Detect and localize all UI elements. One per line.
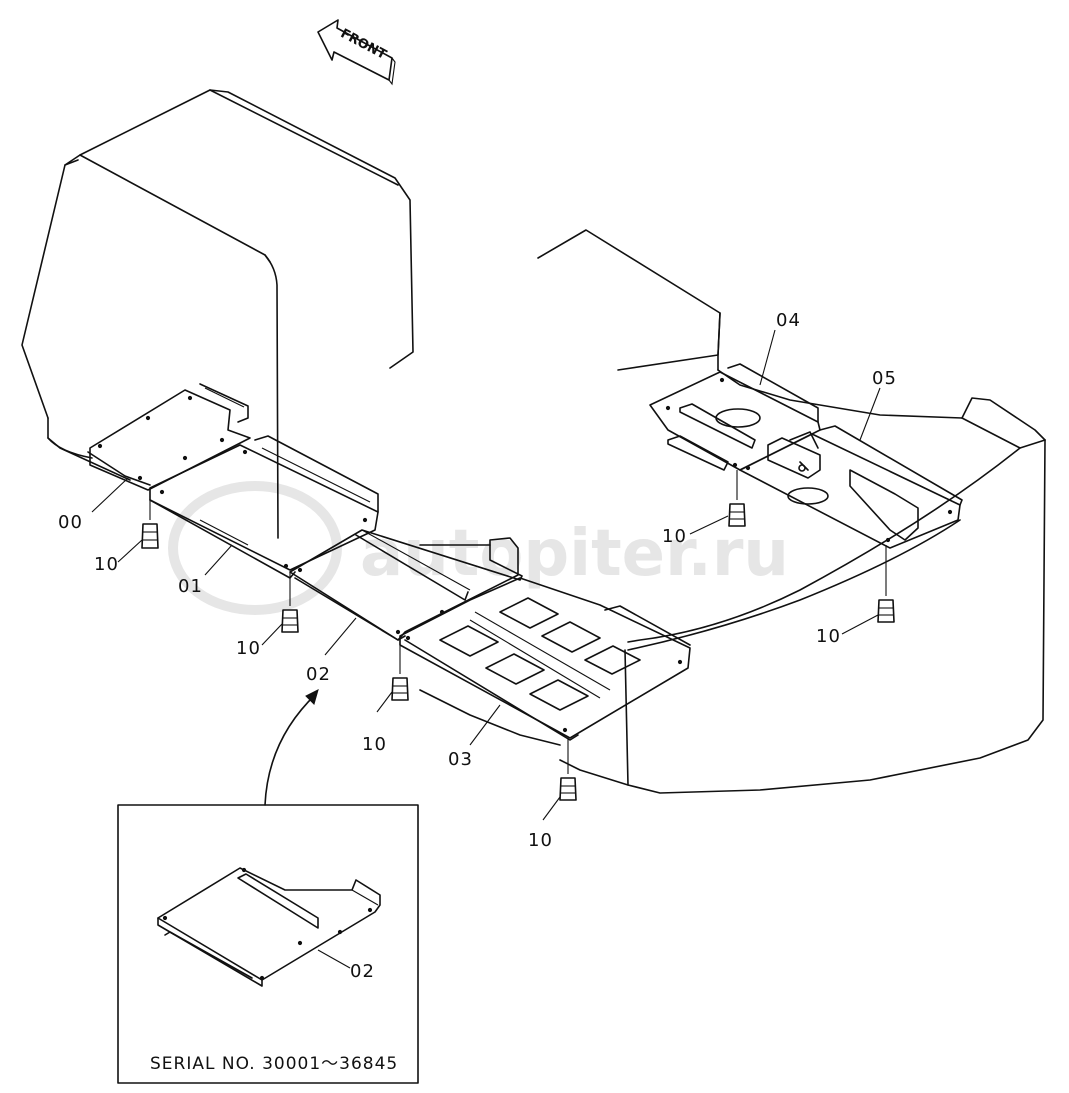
label-02: 02 <box>306 664 331 685</box>
leader-lines <box>91 329 881 821</box>
mount-bolt-1 <box>141 490 159 549</box>
label-10-c: 10 <box>362 734 387 755</box>
mount-bolt-5 <box>728 470 746 527</box>
inset-box: 02 SERIAL NO. 30001～36845 <box>117 804 419 1084</box>
serial-range: SERIAL NO. 30001～36845 <box>150 1054 398 1074</box>
cab-body <box>21 89 414 539</box>
label-10-f: 10 <box>816 626 841 647</box>
mount-bolt-4 <box>559 738 577 801</box>
label-10-a: 10 <box>94 554 119 575</box>
label-04: 04 <box>776 310 801 331</box>
inset-callout-arrow <box>264 689 319 806</box>
label-03: 03 <box>448 749 473 770</box>
plate-00 <box>87 383 251 491</box>
main-frame <box>47 369 1046 794</box>
plate-04 <box>649 363 821 471</box>
plate-05 <box>739 425 963 549</box>
mount-bolt-3 <box>391 640 409 701</box>
label-10-b: 10 <box>236 638 261 659</box>
front-arrow: FRONT <box>317 19 396 86</box>
mount-bolt-2 <box>281 572 299 633</box>
engine-housing <box>537 229 721 371</box>
inset-label-02: 02 <box>350 961 375 982</box>
label-01: 01 <box>178 576 203 597</box>
watermark-text: autopiter.ru <box>360 517 789 591</box>
label-10-e: 10 <box>662 526 687 547</box>
label-05: 05 <box>872 368 897 389</box>
label-10-d: 10 <box>528 830 553 851</box>
watermark: autopiter.ru <box>168 481 789 615</box>
label-00: 00 <box>58 512 83 533</box>
mount-bolt-6 <box>877 545 895 623</box>
plate-03 <box>399 577 691 741</box>
